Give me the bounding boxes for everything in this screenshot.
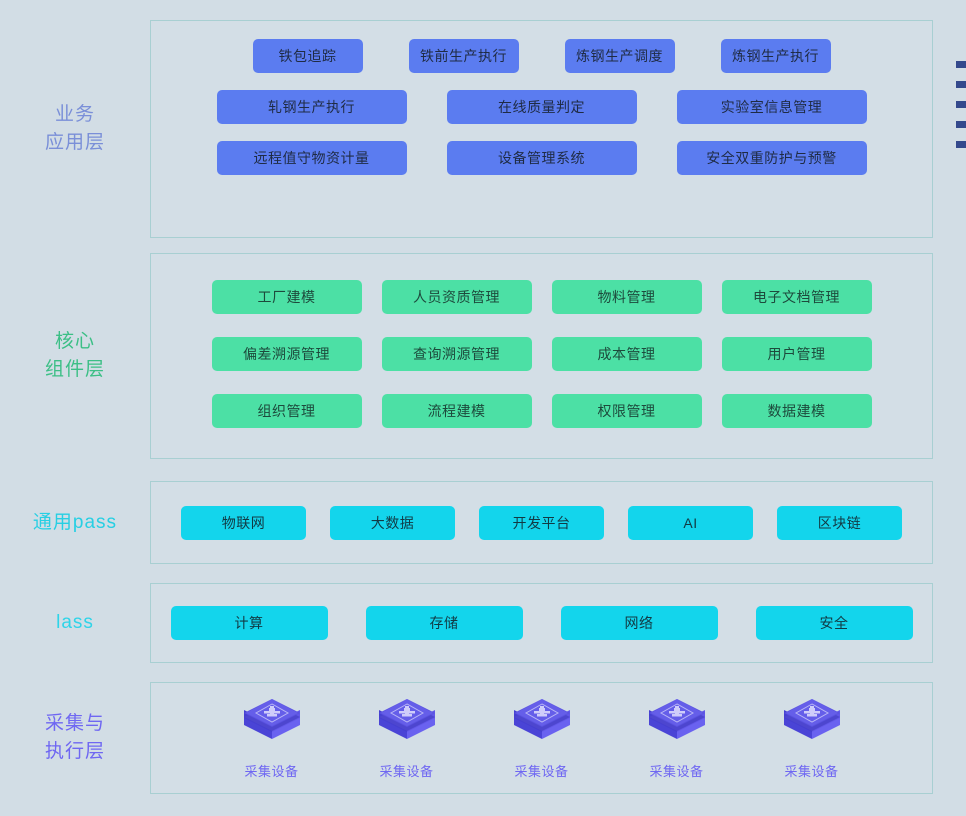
device-item[interactable]: 采集设备 [609, 697, 744, 780]
iaas-items: 计算 存储 网络 安全 [151, 606, 932, 640]
business-item[interactable]: 远程值守物资计量 [216, 141, 407, 175]
business-item[interactable]: 铁前生产执行 [408, 39, 519, 73]
device-caption: 采集设备 [649, 763, 704, 779]
iaas-item[interactable]: 网络 [560, 606, 718, 640]
layer-label-device: 采集与 执行层 [44, 713, 105, 762]
core-row-1: 工厂建模 人员资质管理 物料管理 电子文档管理 [151, 280, 932, 314]
layer-business-application: 业务 应用层 铁包追踪 铁前生产执行 炼钢生产调度 炼钢生产执行 轧钢生产执行 … [0, 20, 966, 238]
paas-item[interactable]: 开发平台 [479, 505, 604, 540]
layer-label-iaas: lass [56, 612, 94, 634]
core-row-2: 偏差溯源管理 查询溯源管理 成本管理 用户管理 [151, 337, 932, 371]
layer-panel-core: 工厂建模 人员资质管理 物料管理 电子文档管理 偏差溯源管理 查询溯源管理 成本… [150, 253, 933, 459]
edge-marker [956, 81, 966, 88]
business-row-2: 轧钢生产执行 在线质量判定 实验室信息管理 [151, 90, 932, 124]
paas-item[interactable]: 物联网 [181, 505, 306, 540]
core-item[interactable]: 物料管理 [551, 280, 702, 314]
core-item[interactable]: 成本管理 [551, 337, 702, 371]
iaas-item[interactable]: 存储 [365, 606, 523, 640]
paas-item[interactable]: 区块链 [777, 505, 902, 540]
core-item[interactable]: 权限管理 [551, 394, 702, 428]
device-item[interactable]: 采集设备 [339, 697, 474, 780]
isometric-device-icon [236, 697, 308, 755]
business-item[interactable]: 安全双重防护与预警 [676, 141, 867, 175]
business-item[interactable]: 实验室信息管理 [676, 90, 867, 124]
layer-core-component: 核心 组件层 工厂建模 人员资质管理 物料管理 电子文档管理 偏差溯源管理 查询… [0, 253, 966, 459]
core-item[interactable]: 组织管理 [211, 394, 362, 428]
layer-panel-iaas: 计算 存储 网络 安全 [150, 583, 933, 663]
core-item[interactable]: 数据建模 [721, 394, 872, 428]
iaas-item[interactable]: 安全 [755, 606, 913, 640]
business-item[interactable]: 铁包追踪 [252, 39, 363, 73]
device-list: 采集设备 [151, 697, 932, 780]
layer-panel-business: 铁包追踪 铁前生产执行 炼钢生产调度 炼钢生产执行 轧钢生产执行 在线质量判定 … [150, 20, 933, 238]
iaas-item[interactable]: 计算 [170, 606, 328, 640]
layer-acquisition-execution: 采集与 执行层 [0, 682, 966, 794]
device-caption: 采集设备 [379, 763, 434, 779]
device-caption: 采集设备 [244, 763, 299, 779]
layer-panel-device: 采集设备 [150, 682, 933, 794]
business-row-3: 远程值守物资计量 设备管理系统 安全双重防护与预警 [151, 141, 932, 175]
isometric-device-icon [641, 697, 713, 755]
core-item[interactable]: 人员资质管理 [381, 280, 532, 314]
device-caption: 采集设备 [784, 763, 839, 779]
layer-panel-paas: 物联网 大数据 开发平台 AI 区块链 [150, 481, 933, 564]
business-item[interactable]: 轧钢生产执行 [216, 90, 407, 124]
isometric-device-icon [776, 697, 848, 755]
business-item[interactable]: 在线质量判定 [446, 90, 637, 124]
core-row-3: 组织管理 流程建模 权限管理 数据建模 [151, 394, 932, 428]
core-item[interactable]: 流程建模 [381, 394, 532, 428]
layer-label-business: 业务 应用层 [44, 104, 105, 153]
layer-iaas: lass 计算 存储 网络 安全 [0, 583, 966, 663]
edge-marker [956, 61, 966, 68]
paas-item[interactable]: 大数据 [330, 505, 455, 540]
layer-label-core: 核心 组件层 [44, 331, 105, 380]
device-item[interactable]: 采集设备 [204, 697, 339, 780]
business-row-1: 铁包追踪 铁前生产执行 炼钢生产调度 炼钢生产执行 [151, 39, 932, 73]
layer-label-paas: 通用pass [32, 511, 118, 533]
edge-marker [956, 121, 966, 128]
layer-paas: 通用pass 物联网 大数据 开发平台 AI 区块链 [0, 481, 966, 564]
edge-marker-list [956, 61, 966, 148]
isometric-device-icon [371, 697, 443, 755]
business-item[interactable]: 炼钢生产调度 [564, 39, 675, 73]
business-item[interactable]: 炼钢生产执行 [720, 39, 831, 73]
paas-items: 物联网 大数据 开发平台 AI 区块链 [151, 505, 932, 540]
device-item[interactable]: 采集设备 [474, 697, 609, 780]
isometric-device-icon [506, 697, 578, 755]
paas-item[interactable]: AI [628, 505, 753, 540]
core-item[interactable]: 查询溯源管理 [381, 337, 532, 371]
edge-marker [956, 101, 966, 108]
device-caption: 采集设备 [514, 763, 569, 779]
device-item[interactable]: 采集设备 [744, 697, 879, 780]
core-item[interactable]: 工厂建模 [211, 280, 362, 314]
edge-marker [956, 141, 966, 148]
core-item[interactable]: 用户管理 [721, 337, 872, 371]
core-item[interactable]: 偏差溯源管理 [211, 337, 362, 371]
business-item[interactable]: 设备管理系统 [446, 141, 637, 175]
core-item[interactable]: 电子文档管理 [721, 280, 872, 314]
